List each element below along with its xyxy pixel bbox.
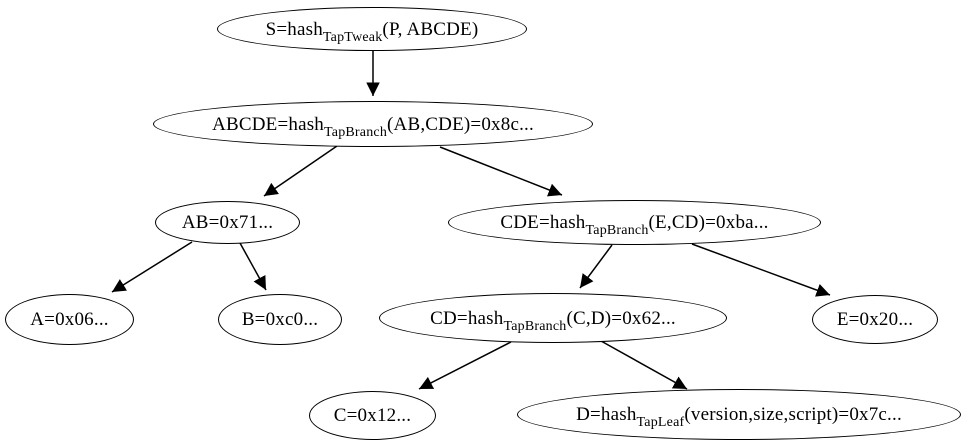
node-a: A=0x06...	[5, 294, 134, 345]
node-e-label-main: E=0x20...	[836, 309, 914, 330]
edge-cd-d	[600, 340, 688, 390]
node-s-label-sub: TapTweak	[322, 29, 383, 45]
node-d-label-args: (version,size,script)=0x7c...	[684, 404, 902, 425]
node-b-label: B=0xc0...	[242, 310, 318, 329]
node-cde-label-sub: TapBranch	[585, 223, 649, 238]
node-cde-label-main: CDE=hash	[500, 212, 586, 233]
node-cd: CD=hashTapBranch(C,D)=0x62...	[379, 293, 727, 343]
node-s-label: S=hashTapTweak(P, ABCDE)	[265, 18, 479, 45]
node-e: E=0x20...	[812, 295, 938, 344]
node-b: B=0xc0...	[218, 294, 342, 345]
node-b-label-main: B=0xc0...	[241, 309, 319, 330]
node-ab-label-main: AB=0x71...	[181, 212, 274, 233]
node-c-label: C=0x12...	[334, 406, 411, 425]
edge-cd-c	[418, 341, 512, 390]
node-ab: AB=0x71...	[155, 201, 300, 244]
node-s-label-main: S=hash	[265, 18, 323, 40]
node-abcde-label: ABCDE=hashTapBranch(AB,CDE)=0x8c...	[212, 113, 534, 140]
node-abcde: ABCDE=hashTapBranch(AB,CDE)=0x8c...	[153, 101, 593, 147]
node-cd-label-args: (C,D)=0x62...	[566, 307, 676, 329]
node-cd-label-sub: TapBranch	[503, 318, 567, 334]
node-abcde-label-sub: TapBranch	[324, 124, 388, 140]
node-a-label: A=0x06...	[30, 310, 109, 329]
node-cde: CDE=hashTapBranch(E,CD)=0xba...	[448, 200, 821, 245]
edge-cde-cd	[579, 244, 613, 289]
node-c: C=0x12...	[309, 391, 436, 440]
node-cd-label: CD=hashTapBranch(C,D)=0x62...	[430, 307, 676, 334]
edge-abcde-ab	[263, 145, 338, 197]
node-c-label-main: C=0x12...	[333, 405, 412, 426]
edge-abcde-cde	[439, 146, 563, 197]
node-a-label-main: A=0x06...	[30, 309, 109, 330]
node-cd-label-main: CD=hash	[430, 307, 504, 329]
edge-ab-b	[239, 242, 267, 291]
node-abcde-label-args: (AB,CDE)=0x8c...	[387, 113, 534, 135]
edge-ab-a	[111, 241, 193, 293]
node-cde-label-args: (E,CD)=0xba...	[648, 212, 769, 233]
node-d-label-main: D=hash	[576, 404, 637, 425]
node-d: D=hashTapLeaf(version,size,script)=0x7c.…	[517, 389, 961, 440]
node-e-label: E=0x20...	[837, 310, 913, 329]
node-d-label-sub: TapLeaf	[636, 415, 685, 430]
node-d-label: D=hashTapLeaf(version,size,script)=0x7c.…	[576, 404, 902, 430]
edge-cde-e	[691, 243, 831, 297]
node-s-label-args: (P, ABCDE)	[382, 18, 479, 40]
node-s: S=hashTapTweak(P, ABCDE)	[217, 7, 527, 51]
node-abcde-label-main: ABCDE=hash	[212, 113, 324, 135]
node-cde-label: CDE=hashTapBranch(E,CD)=0xba...	[500, 212, 769, 238]
node-ab-label: AB=0x71...	[182, 213, 273, 232]
